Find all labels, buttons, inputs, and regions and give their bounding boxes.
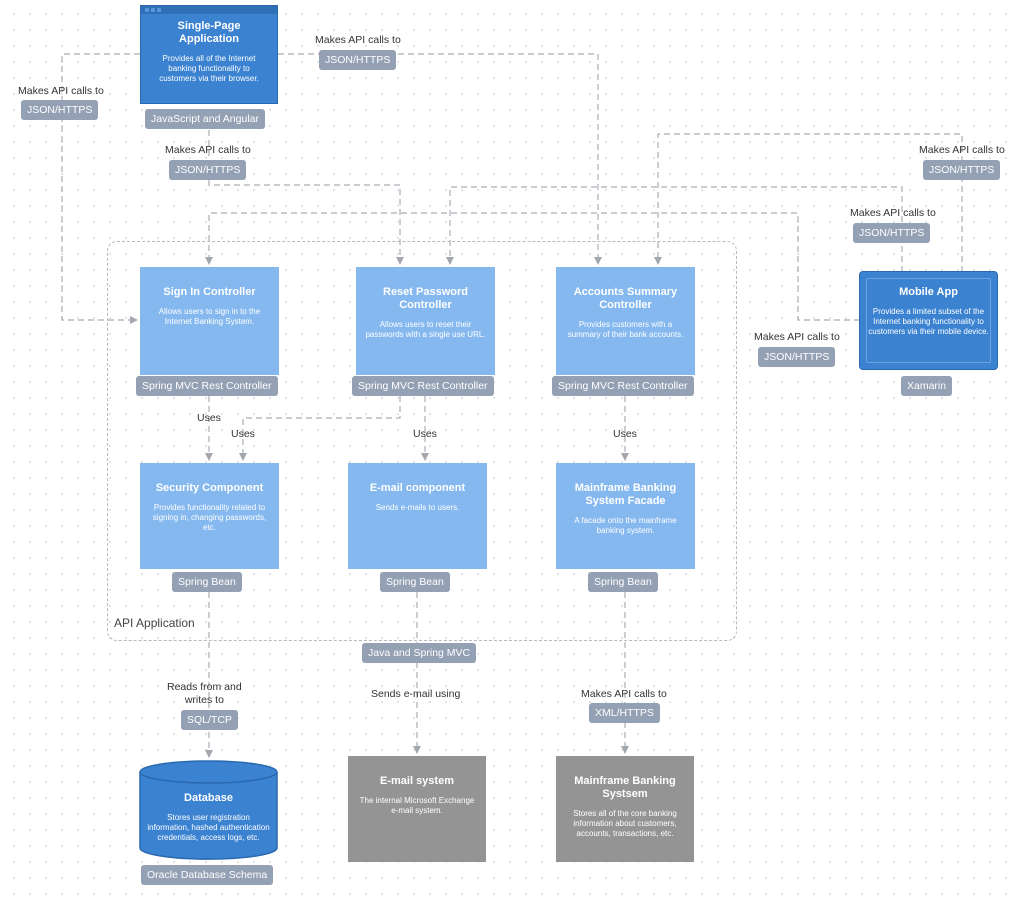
spa-container[interactable]: Single-Page Application Provides all of …	[140, 5, 278, 104]
edge-spa-reset	[208, 130, 404, 265]
mainframe-title: Mainframe Banking Systsem	[574, 775, 676, 800]
edge-mobile-accounts	[654, 133, 963, 272]
boundary-tech-tag: Java and Spring MVC	[362, 643, 477, 663]
edge-label: Makes API calls to	[919, 144, 1005, 156]
reset-description: Allows users to reset their passwords wi…	[365, 320, 486, 339]
database-cylinder-icon	[139, 760, 278, 860]
browser-bar-icon	[141, 6, 277, 14]
edge-tech-tag: SQL/TCP	[181, 710, 238, 730]
database-tech-tag: Oracle Database Schema	[141, 865, 274, 885]
edge-label: Makes API calls to	[581, 688, 667, 700]
edge-tech-tag: JSON/HTTPS	[21, 100, 99, 120]
sign-in-title: Sign In Controller	[163, 286, 256, 298]
mobile-title: Mobile App	[899, 286, 958, 298]
email-tech-tag: Spring Bean	[380, 572, 450, 592]
mobile-tech-tag: Xamarin	[901, 376, 953, 396]
accounts-tech-tag: Spring MVC Rest Controller	[552, 376, 694, 396]
edge-spa-accounts	[278, 53, 602, 265]
edge-label: Uses	[613, 428, 637, 440]
sign-in-description: Allows users to sign in to the Internet …	[158, 307, 261, 326]
edge-spa-signin	[61, 53, 140, 324]
accounts-summary-controller[interactable]: Accounts Summary Controller Provides cus…	[556, 267, 695, 375]
edge-label: Reads from and writes to	[167, 681, 242, 706]
sign-in-controller[interactable]: Sign In Controller Allows users to sign …	[140, 267, 279, 375]
security-component[interactable]: Security Component Provides functionalit…	[140, 463, 279, 569]
edge-label: Sends e-mail using	[371, 688, 461, 700]
database-title: Database	[184, 792, 233, 804]
mainframe-banking-system[interactable]: Mainframe Banking Systsem Stores all of …	[556, 756, 694, 862]
edge-tech-tag: JSON/HTTPS	[853, 223, 931, 243]
email-system-title: E-mail system	[380, 775, 454, 787]
api-application-boundary	[107, 241, 737, 641]
spa-title: Single-Page Application	[177, 20, 241, 45]
edge-label: Makes API calls to	[315, 34, 401, 46]
edge-label: Uses	[197, 412, 221, 424]
edge-label: Makes API calls to	[18, 85, 104, 97]
mainframe-description: Stores all of the core banking informati…	[573, 809, 677, 838]
facade-description: A facade onto the mainframe banking syst…	[574, 516, 677, 535]
security-title: Security Component	[155, 482, 264, 494]
accounts-description: Provides customers with a summary of the…	[567, 320, 684, 339]
reset-tech-tag: Spring MVC Rest Controller	[352, 376, 494, 396]
email-component[interactable]: E-mail component Sends e-mails to users.	[348, 463, 487, 569]
security-description: Provides functionality related to signin…	[152, 503, 267, 532]
edge-reset-security	[239, 396, 401, 461]
edge-tech-tag: JSON/HTTPS	[923, 160, 1001, 180]
mobile-app-container[interactable]: Mobile App Provides a limited subset of …	[859, 271, 998, 370]
facade-title: Mainframe Banking System Facade	[574, 482, 677, 507]
email-title: E-mail component	[369, 482, 466, 494]
database-description: Stores user registration information, ha…	[147, 813, 270, 842]
edge-label: Makes API calls to	[850, 207, 936, 219]
edge-mobile-signin	[205, 212, 860, 321]
edge-label: Uses	[413, 428, 437, 440]
reset-password-controller[interactable]: Reset Password Controller Allows users t…	[356, 267, 495, 375]
edge-label: Makes API calls to	[165, 144, 251, 156]
email-system-description: The internal Microsoft Exchange e-mail s…	[359, 796, 475, 815]
spa-tech-tag: JavaScript and Angular	[145, 109, 265, 129]
sign-in-tech-tag: Spring MVC Rest Controller	[136, 376, 278, 396]
spa-description: Provides all of the Internet banking fun…	[159, 54, 259, 83]
email-description: Sends e-mails to users.	[375, 503, 460, 512]
edge-tech-tag: JSON/HTTPS	[319, 50, 397, 70]
security-tech-tag: Spring Bean	[172, 572, 242, 592]
edge-tech-tag: XML/HTTPS	[589, 703, 660, 723]
facade-tech-tag: Spring Bean	[588, 572, 658, 592]
boundary-label: API Application	[114, 616, 195, 630]
edge-label: Makes API calls to	[754, 331, 840, 343]
accounts-title: Accounts Summary Controller	[573, 286, 678, 311]
mainframe-facade-component[interactable]: Mainframe Banking System Facade A facade…	[556, 463, 695, 569]
edge-tech-tag: JSON/HTTPS	[758, 347, 836, 367]
mobile-description: Provides a limited subset of the Interne…	[868, 307, 989, 336]
edge-label: Uses	[231, 428, 255, 440]
database-container[interactable]: Database Stores user registration inform…	[139, 760, 278, 860]
email-system[interactable]: E-mail system The internal Microsoft Exc…	[348, 756, 486, 862]
reset-title: Reset Password Controller	[383, 286, 468, 311]
edge-tech-tag: JSON/HTTPS	[169, 160, 247, 180]
